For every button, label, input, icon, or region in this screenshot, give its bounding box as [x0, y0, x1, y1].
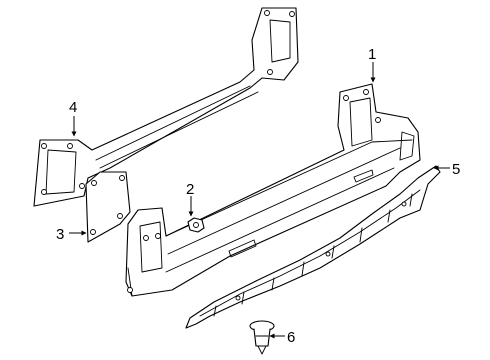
part-6-push-clip [249, 320, 275, 355]
callout-3: 3 [56, 226, 64, 243]
part-5-energy-absorber [185, 165, 441, 329]
callout-4: 4 [69, 99, 77, 116]
callout-numbers: 1 2 3 4 5 6 [56, 46, 460, 346]
part-4-upper-brace [33, 7, 299, 207]
part-2-nut [187, 217, 205, 233]
callout-leaders [69, 62, 450, 339]
part-1-impact-bar [125, 83, 421, 297]
callout-2: 2 [186, 181, 194, 198]
callout-1: 1 [368, 46, 376, 63]
callout-5: 5 [452, 161, 460, 178]
callout-6: 6 [287, 329, 295, 346]
part-3-bracket-plate [85, 171, 131, 243]
